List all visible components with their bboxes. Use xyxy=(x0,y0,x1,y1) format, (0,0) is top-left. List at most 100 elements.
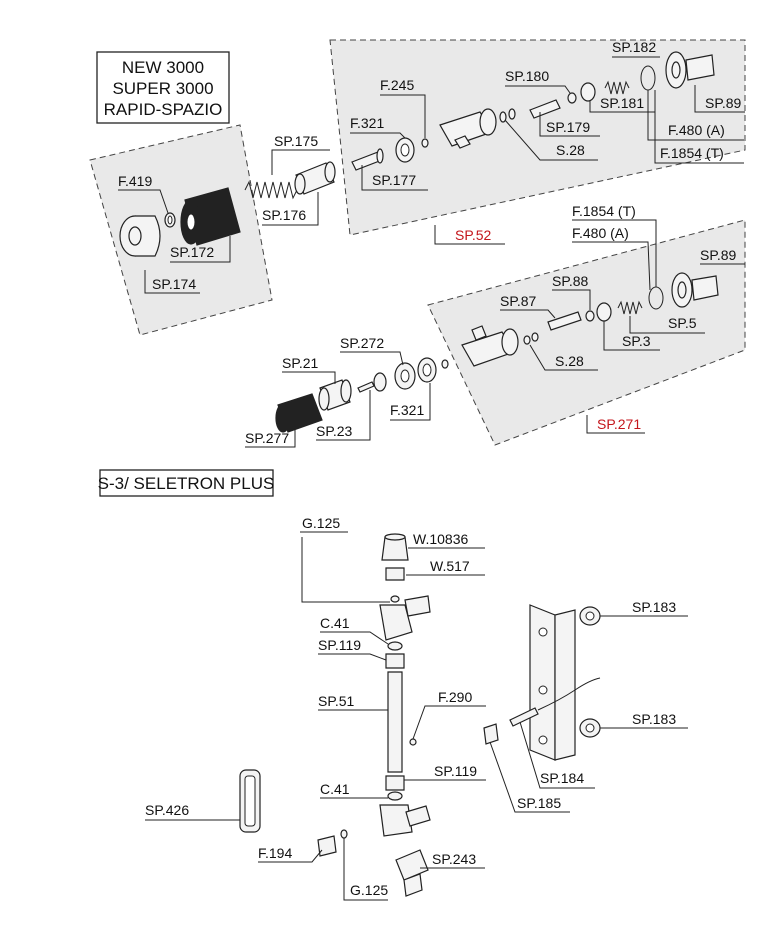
part-sp88-ball xyxy=(585,310,595,322)
leader-g125a xyxy=(301,537,390,603)
part-small-oring xyxy=(441,359,449,369)
part-sp172-knob xyxy=(180,187,241,246)
leader-sp5 xyxy=(629,316,705,334)
label-sp426: SP.426 xyxy=(145,802,189,818)
part-sp119-top xyxy=(385,653,405,669)
label-c41a: C.41 xyxy=(320,615,350,631)
part-sp87-stem xyxy=(547,311,582,331)
label-sp172: SP.172 xyxy=(170,244,214,260)
part-sp89-fitting-b xyxy=(671,272,719,308)
leader-sp175 xyxy=(271,149,330,175)
part-tee-fitting-bottom xyxy=(379,804,431,837)
section-title: S-3/ SELETRON PLUS xyxy=(98,474,275,493)
label-sp182: SP.182 xyxy=(612,39,656,55)
leader-c41a xyxy=(320,631,389,645)
part-f290-ball xyxy=(409,738,417,746)
label-sp243: SP.243 xyxy=(432,851,476,867)
leader-sp21 xyxy=(282,371,336,384)
leader-sp180 xyxy=(505,85,571,94)
part-sp184-probe xyxy=(509,677,601,727)
label-sp176: SP.176 xyxy=(262,207,306,223)
label-sp119a: SP.119 xyxy=(318,637,361,653)
part-sp175-spring xyxy=(244,180,298,200)
part-f321-washer-a xyxy=(395,137,415,163)
models-line-3: RAPID-SPAZIO xyxy=(104,100,223,119)
label-sp88: SP.88 xyxy=(552,273,589,289)
leader-sp87 xyxy=(500,309,556,319)
leader-sp172 xyxy=(170,236,231,263)
part-sp3-seat xyxy=(596,302,612,322)
leader-f1854b xyxy=(572,219,657,287)
leader-f290 xyxy=(412,705,486,740)
part-sp174-cap xyxy=(119,215,161,257)
part-sp243-elbow xyxy=(395,849,429,897)
part-s28-oring-a1 xyxy=(499,111,507,123)
leader-sp184 xyxy=(519,721,595,789)
label-sp87: SP.87 xyxy=(500,293,537,309)
leader-f480a xyxy=(647,90,744,141)
part-valve-body-a xyxy=(439,108,497,149)
leader-sp272 xyxy=(340,351,404,366)
leader-f480b xyxy=(572,241,651,291)
part-sp181-seat xyxy=(580,82,596,102)
assembly-panel-sp271 xyxy=(427,219,746,446)
label-sp5: SP.5 xyxy=(668,315,697,331)
leader-sp181 xyxy=(589,100,655,113)
leader-f1854a xyxy=(654,90,744,164)
label-f321b: F.321 xyxy=(390,402,424,418)
leader-sp89a xyxy=(694,85,745,113)
leader-sp277 xyxy=(245,430,296,448)
leader-sp3 xyxy=(603,321,660,351)
label-f480a: F.480 (A) xyxy=(668,122,725,138)
label-sp21: SP.21 xyxy=(282,355,319,371)
label-f194: F.194 xyxy=(258,845,292,861)
leader-sp177 xyxy=(361,165,428,191)
assembly-panel-sp52 xyxy=(329,39,746,236)
leader-f245 xyxy=(380,94,426,138)
assembly-panel-sp174 xyxy=(89,124,273,336)
part-sp183-nut-top xyxy=(579,606,601,626)
label-sp184: SP.184 xyxy=(540,770,584,786)
label-sp23: SP.23 xyxy=(316,423,353,439)
label-sp177: SP.177 xyxy=(372,172,416,188)
leader-sp271 xyxy=(586,415,645,434)
part-f194-screw xyxy=(317,835,337,857)
part-g125-oring-bottom xyxy=(340,829,348,839)
label-sp180: SP.180 xyxy=(505,68,549,84)
part-sp119-bottom xyxy=(385,775,405,791)
label-sp174: SP.174 xyxy=(152,276,196,292)
label-f245: F.245 xyxy=(380,77,414,93)
label-w10836: W.10836 xyxy=(413,531,468,547)
part-valve-body-b xyxy=(461,325,519,367)
leader-f194 xyxy=(258,849,323,863)
leader-sp119a xyxy=(318,653,387,661)
leader-sp174 xyxy=(144,270,200,294)
part-f419-ring xyxy=(164,212,176,228)
label-sp277: SP.277 xyxy=(245,430,289,446)
part-s28-oring-b2 xyxy=(531,332,539,342)
part-f321-washer-b xyxy=(417,357,437,383)
part-sp179-stem xyxy=(529,99,561,119)
label-f321a: F.321 xyxy=(350,115,384,131)
label-sp51: SP.51 xyxy=(318,693,355,709)
part-sp426-sight-glass xyxy=(239,769,261,833)
leader-sp52 xyxy=(434,225,505,245)
label-g125b: G.125 xyxy=(350,882,388,898)
label-f1854b: F.1854 (T) xyxy=(572,203,636,219)
part-s28-oring-b1 xyxy=(523,335,531,345)
part-sp23-screw xyxy=(357,372,387,393)
label-s28a: S.28 xyxy=(556,142,585,158)
part-sp176-plunger xyxy=(294,161,336,195)
section-title-box xyxy=(99,469,274,497)
part-bracket xyxy=(529,604,576,761)
part-w10836-knob xyxy=(381,533,409,561)
label-f1854a: F.1854 (T) xyxy=(660,145,724,161)
part-sp182-spring xyxy=(604,80,630,95)
part-s28-oring-a2 xyxy=(508,108,516,120)
models-line-2: SUPER 3000 xyxy=(112,79,213,98)
part-sp272-washer xyxy=(394,362,416,390)
part-sp5-spring xyxy=(617,300,643,315)
leader-f321b xyxy=(390,383,431,421)
leader-s28b xyxy=(529,344,598,371)
